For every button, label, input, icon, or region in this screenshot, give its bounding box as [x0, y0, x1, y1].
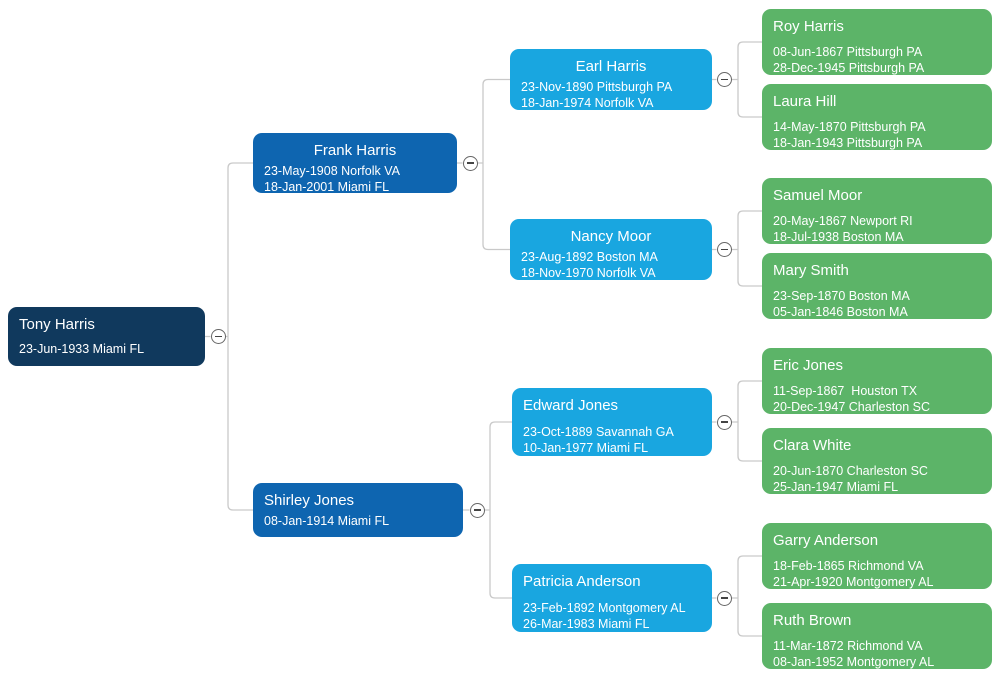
person-name: Clara White: [773, 437, 852, 454]
person-date-line: 20-May-1867 Newport RI: [773, 213, 913, 228]
person-name: Frank Harris: [313, 142, 397, 159]
person-name: Eric Jones: [773, 357, 844, 374]
minus-icon: [720, 78, 728, 81]
person-date-line: 08-Jan-1952 Montgomery AL: [773, 654, 935, 669]
person-dates: 08-Jan-1914 Miami FL: [264, 513, 452, 529]
collapse-button-patricia[interactable]: [716, 590, 732, 606]
person-name: Laura Hill: [773, 93, 837, 110]
person-date-line: 11-Mar-1872 Richmond VA: [773, 638, 923, 653]
person-date-line: 23-Aug-1892 Boston MA: [521, 249, 658, 264]
person-date-line: 23-Sep-1870 Boston MA: [773, 288, 910, 303]
minus-icon: [720, 597, 728, 599]
person-date-line: 11-Sep-1867 Houston TX: [773, 383, 918, 398]
person-date-line: 10-Jan-1977 Miami FL: [523, 440, 649, 455]
person-date-line: 23-Oct-1889 Savannah GA: [523, 424, 674, 439]
person-date-line: 18-Nov-1970 Norfolk VA: [521, 265, 656, 280]
person-date-line: 20-Dec-1947 Charleston SC: [773, 399, 931, 414]
person-date-line: 08-Jun-1867 Pittsburgh PA: [773, 44, 923, 59]
collapse-button-earl[interactable]: [716, 72, 732, 87]
person-date-line: 18-Jan-2001 Miami FL: [264, 179, 390, 194]
person-date-line: 14-May-1870 Pittsburgh PA: [773, 119, 926, 134]
minus-icon: [720, 421, 728, 423]
person-date-line: 25-Jan-1947 Miami FL: [773, 479, 899, 494]
person-date-line: 05-Jan-1846 Boston MA: [773, 304, 908, 319]
collapse-button-edward[interactable]: [716, 414, 732, 430]
person-name: Edward Jones: [523, 397, 619, 414]
minus-icon: [466, 162, 474, 164]
person-name: Tony Harris: [19, 316, 95, 333]
collapse-button-nancy[interactable]: [716, 242, 732, 257]
person-name: Ruth Brown: [773, 612, 852, 629]
person-date-line: 23-Jun-1933 Miami FL: [19, 341, 145, 356]
person-date-line: 20-Jun-1870 Charleston SC: [773, 463, 928, 478]
collapse-button-tony[interactable]: [210, 329, 226, 344]
person-name: Samuel Moor: [773, 187, 863, 204]
person-name: Roy Harris: [773, 18, 844, 35]
minus-icon: [720, 248, 728, 251]
person-name: Earl Harris: [575, 58, 647, 75]
person-name: Garry Anderson: [773, 532, 879, 549]
person-name: Shirley Jones: [264, 492, 355, 509]
person-node-tony[interactable]: Tony Harris 23-Jun-1933 Miami FL: [8, 307, 205, 366]
person-dates: 23-Jun-1933 Miami FL: [19, 341, 194, 357]
person-date-line: 18-Jan-1974 Norfolk VA: [521, 95, 654, 110]
person-date-line: 21-Apr-1920 Montgomery AL: [773, 574, 934, 589]
person-name: Nancy Moor: [570, 228, 652, 245]
person-date-line: 23-May-1908 Norfolk VA: [264, 163, 400, 178]
person-name: Mary Smith: [773, 262, 849, 279]
person-node-shirley[interactable]: Shirley Jones 08-Jan-1914 Miami FL: [253, 483, 463, 537]
person-date-line: 23-Feb-1892 Montgomery AL: [523, 600, 686, 615]
minus-icon: [214, 335, 222, 338]
person-date-line: 18-Jan-1943 Pittsburgh PA: [773, 135, 923, 150]
person-date-line: 18-Feb-1865 Richmond VA: [773, 558, 924, 573]
minus-icon: [473, 509, 481, 511]
person-date-line: 26-Mar-1983 Miami FL: [523, 616, 650, 631]
person-name: Patricia Anderson: [523, 573, 641, 590]
person-date-line: 18-Jul-1938 Boston MA: [773, 229, 904, 244]
person-date-line: 23-Nov-1890 Pittsburgh PA: [521, 79, 673, 94]
person-date-line: 28-Dec-1945 Pittsburgh PA: [773, 60, 925, 75]
person-node-patricia[interactable]: Patricia Anderson 23-Feb-1892 Montgomery …: [512, 564, 712, 632]
person-date-line: 08-Jan-1914 Miami FL: [264, 513, 390, 528]
collapse-button-shirley[interactable]: [469, 502, 485, 518]
collapse-button-frank[interactable]: [462, 155, 478, 171]
